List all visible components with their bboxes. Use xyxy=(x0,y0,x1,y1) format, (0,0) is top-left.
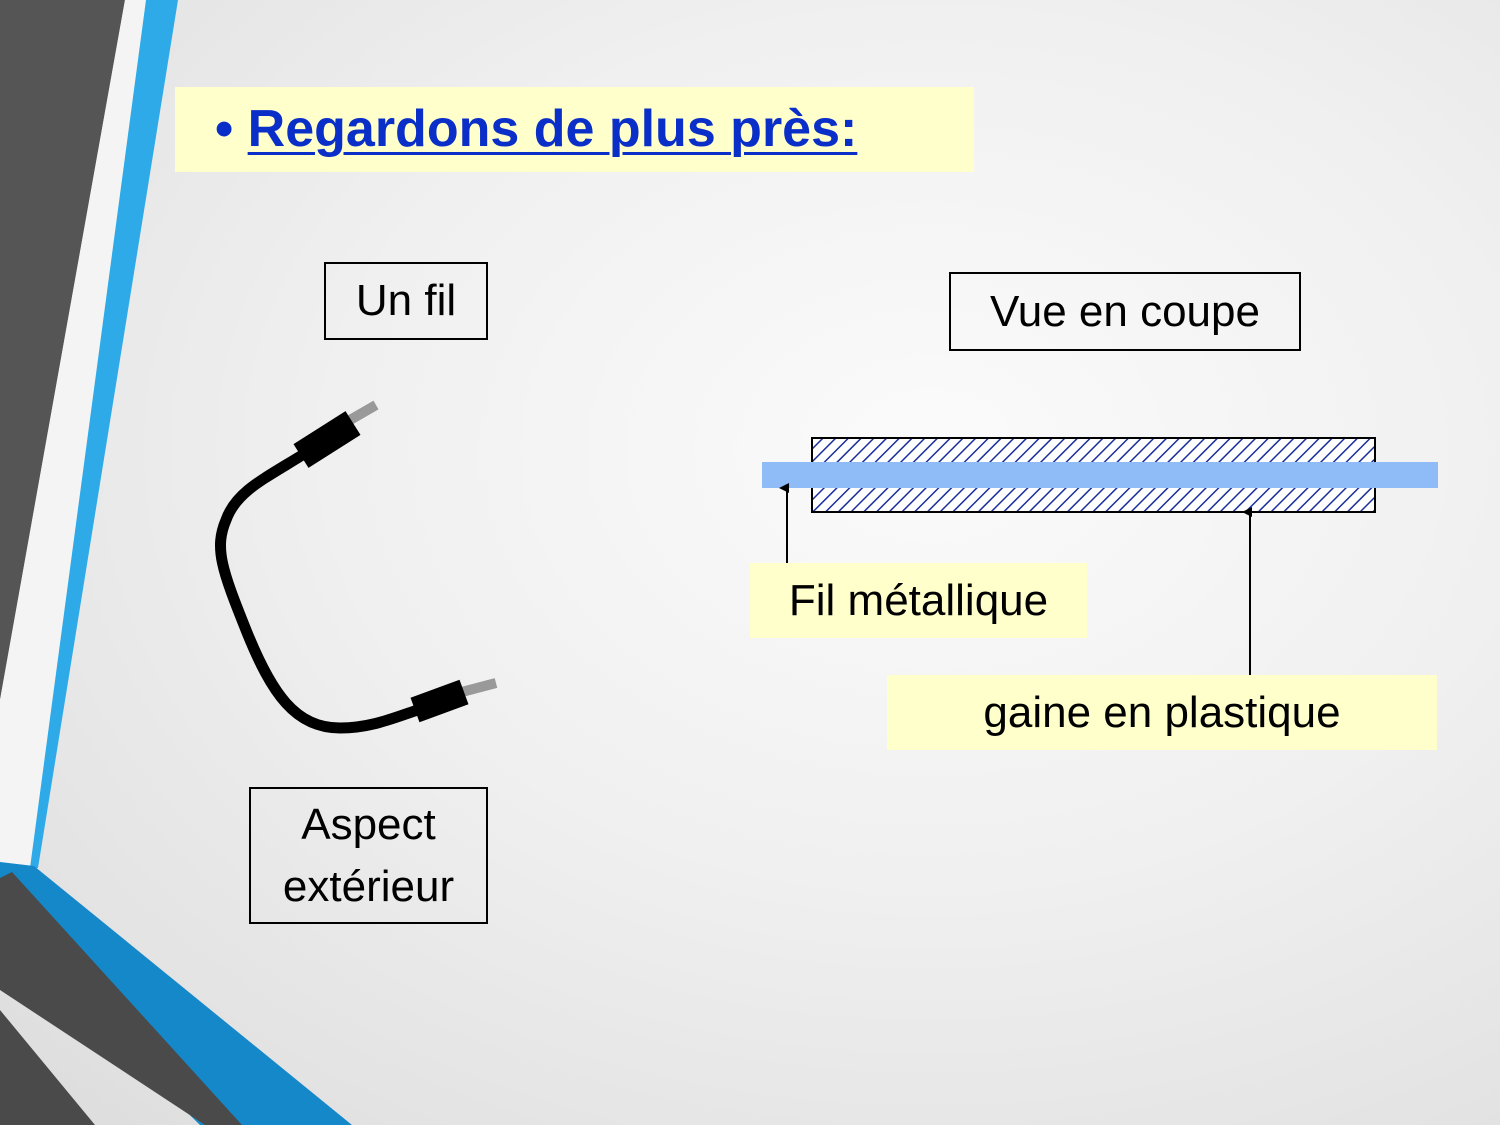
label-vue-en-coupe: Vue en coupe xyxy=(949,272,1301,351)
connector-sleeve-bottom xyxy=(410,679,469,723)
bullet: • xyxy=(215,100,248,158)
callout-gaine-plastique-text: gaine en plastique xyxy=(983,687,1341,737)
dark-stripe-diagonal-2 xyxy=(0,1010,95,1125)
slide-title-text: Regardons de plus près: xyxy=(247,100,858,158)
label-un-fil-text: Un fil xyxy=(355,276,457,326)
connector-pin-bottom xyxy=(456,678,498,698)
blue-stripe-vertical xyxy=(0,0,178,868)
label-vue-en-coupe-text: Vue en coupe xyxy=(990,286,1260,336)
callout-fil-metallique: Fil métallique xyxy=(750,563,1087,638)
metal-wire-core xyxy=(762,462,1438,488)
blue-stripe-diagonal xyxy=(0,862,352,1125)
white-gap-vertical xyxy=(0,0,146,868)
dark-stripe-diagonal xyxy=(0,872,242,1125)
label-aspect-line2: extérieur xyxy=(282,861,455,911)
label-un-fil: Un fil xyxy=(324,262,488,340)
wire-cable xyxy=(215,448,436,734)
slide-title: • Regardons de plus près: xyxy=(215,99,857,159)
connector-pin-top xyxy=(347,400,379,425)
connector-sleeve-top xyxy=(293,411,361,468)
callout-gaine-plastique: gaine en plastique xyxy=(887,675,1437,750)
slide-title-box: • Regardons de plus près: xyxy=(175,87,974,172)
label-aspect-line1: Aspect xyxy=(301,799,436,849)
callout-fil-metallique-text: Fil métallique xyxy=(788,575,1049,625)
label-aspect-exterieur: Aspect extérieur xyxy=(249,787,488,924)
